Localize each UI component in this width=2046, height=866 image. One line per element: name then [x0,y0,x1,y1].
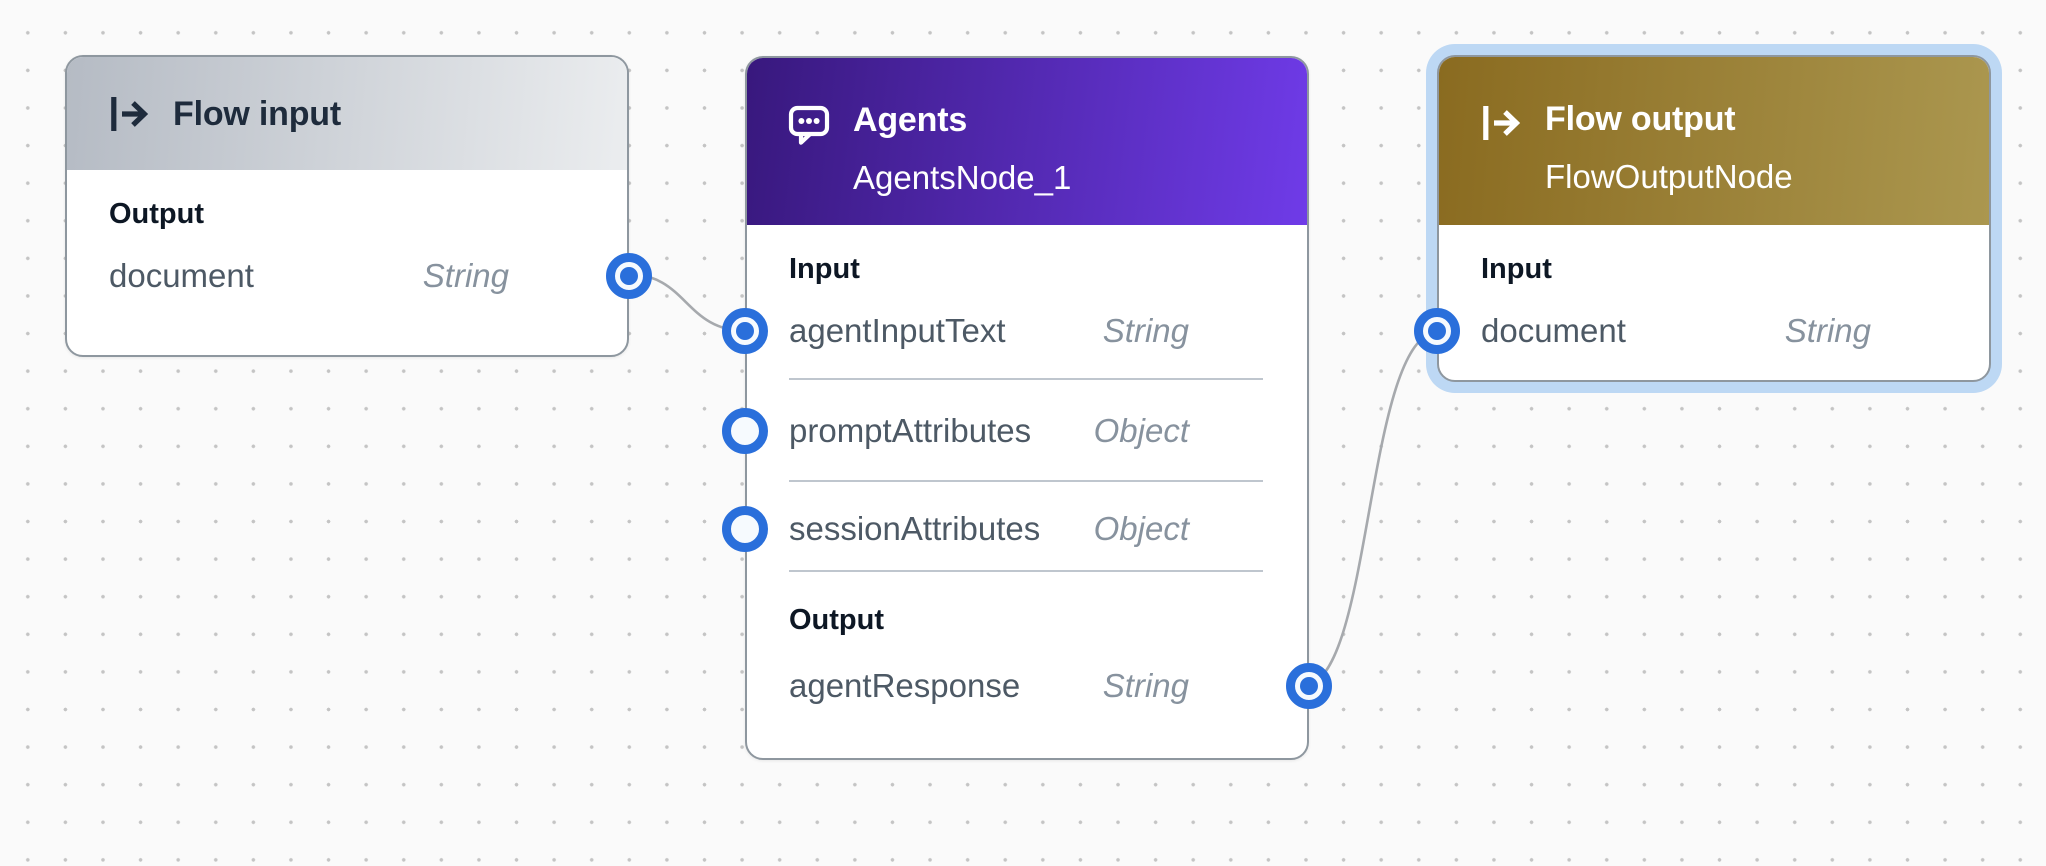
flow-io-icon [111,96,149,131]
io-name: agentInputText [789,312,1006,349]
io-row-document-in: document String [1414,308,1989,354]
io-type: String [1102,667,1189,704]
io-type: String [1784,312,1871,349]
flow-output-title: Flow output [1545,100,1736,138]
io-name: sessionAttributes [789,510,1041,547]
flow-input-header: Flow input [67,57,627,170]
row-divider [789,378,1263,380]
io-type: String [422,257,509,294]
io-name: agentResponse [789,667,1021,704]
io-name: document [109,257,254,294]
port-flowinput-document[interactable] [606,253,652,299]
row-divider [789,480,1263,482]
flow-io-icon [1483,106,1521,140]
io-row-promptAttributes: promptAttributes Object [722,408,1307,454]
section-divider [789,570,1263,572]
io-row-document-out: document String [67,253,652,299]
edge-agents-to-flowoutput[interactable] [1302,329,1441,688]
flow-output-section-label: Input [1481,253,1552,285]
agents-output-label: Output [789,604,885,636]
io-name: document [1481,312,1626,349]
io-type: String [1102,312,1189,349]
node-agents[interactable]: Agents AgentsNode_1 Input agentInputText… [722,56,1332,760]
io-row-agentResponse: agentResponse String [747,663,1332,709]
flow-input-title: Flow input [173,94,341,133]
io-type: Object [1093,510,1189,547]
flow-output-subtitle: FlowOutputNode [1545,158,1793,195]
port-agents-sessionAttributes[interactable] [722,506,768,552]
agents-header: Agents AgentsNode_1 [747,58,1307,225]
io-row-sessionAttributes: sessionAttributes Object [722,506,1307,552]
agents-subtitle: AgentsNode_1 [853,159,1072,196]
port-agents-agentResponse[interactable] [1286,663,1332,709]
io-row-agentInputText: agentInputText String [722,308,1307,354]
port-agents-agentInputText[interactable] [722,308,768,354]
flow-output-header: Flow output FlowOutputNode [1439,57,1989,225]
port-flowoutput-document[interactable] [1414,308,1460,354]
node-flow-output[interactable]: Flow output FlowOutputNode Input documen… [1414,55,1991,382]
agents-input-label: Input [789,253,860,285]
io-name: promptAttributes [789,412,1032,449]
node-flow-input[interactable]: Flow input Output document String [65,55,652,357]
chat-bubble-icon [788,105,830,145]
flow-input-section-label: Output [109,198,205,230]
io-type: Object [1093,412,1189,449]
agents-title: Agents [853,101,968,139]
port-agents-promptAttributes[interactable] [722,408,768,454]
